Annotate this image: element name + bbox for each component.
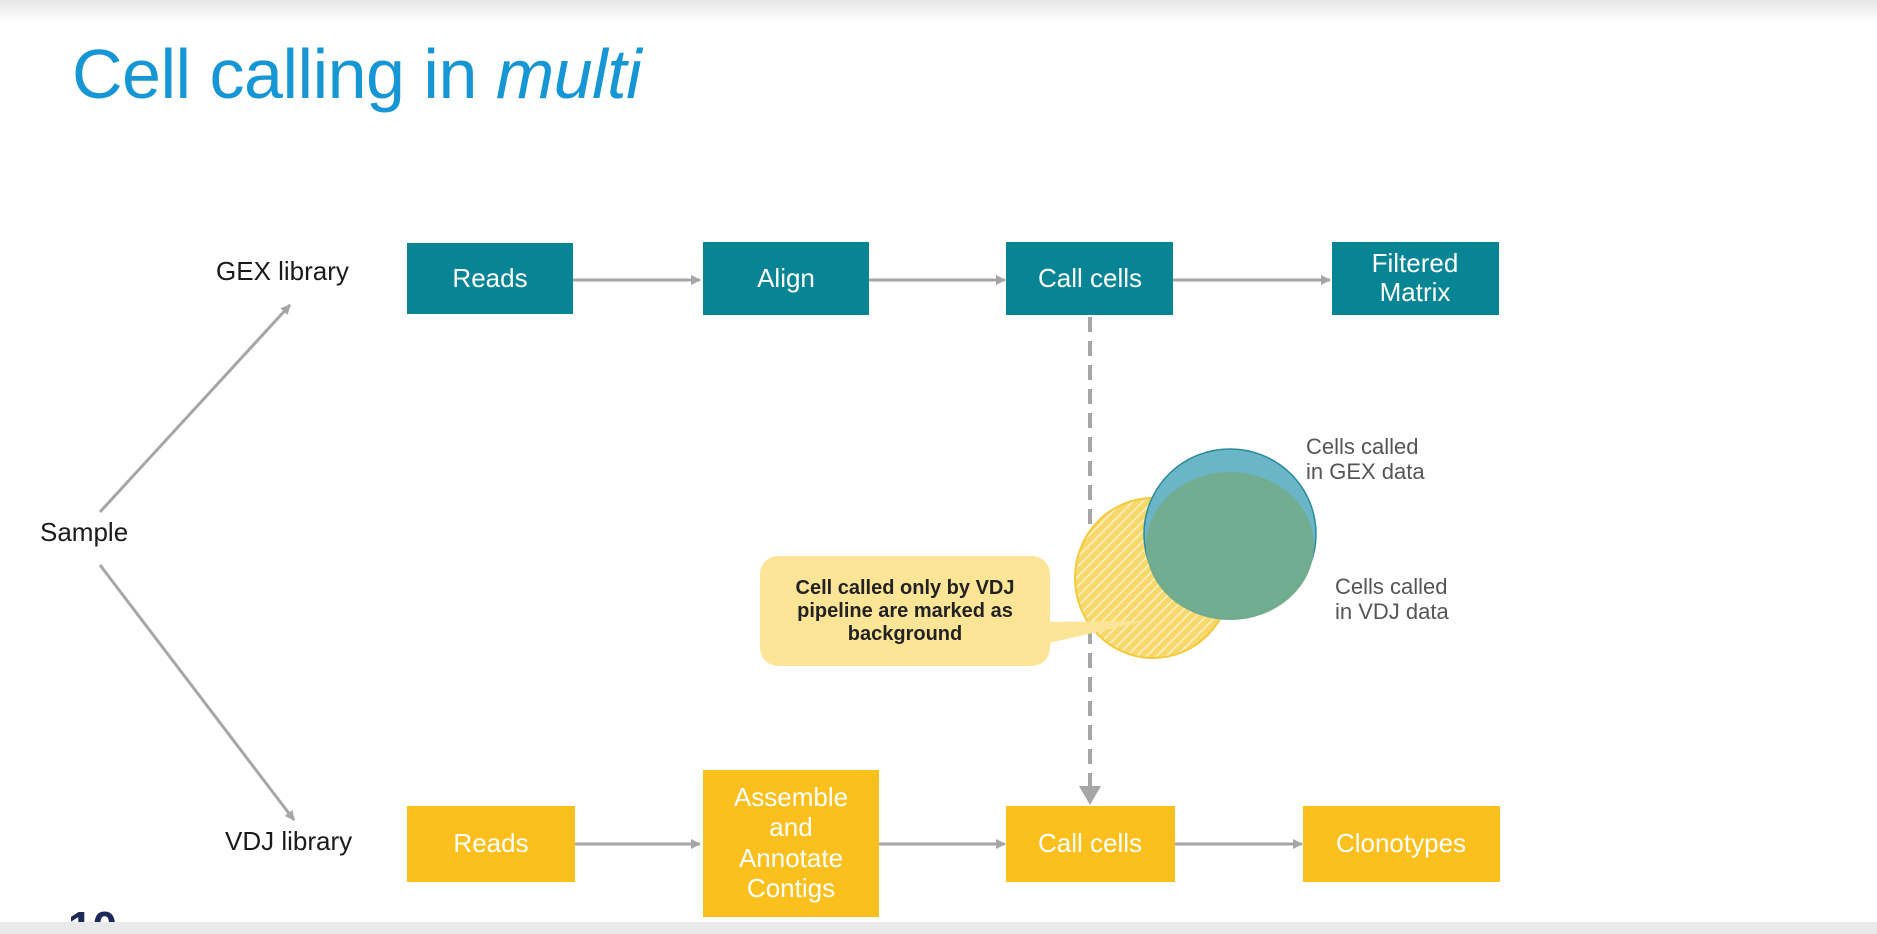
- gex-call-cells-label: Call cells: [1038, 263, 1142, 293]
- vdj-call-cells-box: Call cells: [1006, 806, 1175, 882]
- gex-call-cells-box: Call cells: [1006, 242, 1173, 315]
- gex-align-box: Align: [703, 242, 869, 315]
- title-emphasis: multi: [495, 35, 642, 113]
- background-callout: Cell called only by VDJ pipeline are mar…: [760, 556, 1145, 666]
- vdj-reads-box: Reads: [407, 806, 575, 882]
- callout-line2: pipeline are marked as: [797, 600, 1013, 622]
- gex-library-label: GEX library: [216, 256, 349, 286]
- top-shade: [0, 0, 1877, 22]
- gex-reads-box: Reads: [407, 243, 573, 314]
- vdj-assemble-line1: Assemble: [734, 782, 848, 812]
- callout-pointer: [1040, 621, 1145, 645]
- vdj-call-cells-label: Call cells: [1038, 828, 1142, 858]
- venn-vdj-label-line2: in VDJ data: [1335, 599, 1449, 624]
- venn-vdj-label-line1: Cells called: [1335, 574, 1448, 599]
- vdj-assemble-line3: Annotate: [739, 843, 843, 873]
- venn-gex-label-line1: Cells called: [1306, 434, 1419, 459]
- cell-barcode-transfer-arrowhead: [1079, 786, 1101, 805]
- gex-filtered-matrix-line2: Matrix: [1380, 277, 1451, 307]
- gex-filtered-matrix-box: Filtered Matrix: [1332, 242, 1499, 315]
- gex-filtered-matrix-line1: Filtered: [1372, 248, 1459, 278]
- overlap-region: [1146, 472, 1314, 620]
- callout-line3: background: [848, 623, 962, 645]
- gex-align-label: Align: [757, 263, 815, 293]
- venn-gex-label-line2: in GEX data: [1306, 459, 1425, 484]
- sample-to-vdj-arrow: [98, 564, 296, 821]
- page-title: Cell calling in multi: [72, 34, 642, 114]
- callout-bubble: [760, 556, 1050, 666]
- bottom-shade: [0, 922, 1877, 934]
- vdj-library-label: VDJ library: [225, 826, 352, 856]
- vdj-assemble-line4: Contigs: [747, 873, 835, 903]
- vdj-clonotypes-box: Clonotypes: [1303, 806, 1500, 882]
- vdj-assemble-line2: and: [769, 812, 812, 842]
- sample-to-gex-arrow: [98, 303, 292, 514]
- title-prefix: Cell calling in: [72, 35, 496, 113]
- gex-reads-label: Reads: [452, 263, 527, 293]
- sample-label: Sample: [40, 517, 128, 547]
- vdj-reads-label: Reads: [453, 828, 528, 858]
- callout-line1: Cell called only by VDJ: [796, 577, 1015, 599]
- vdj-assemble-box: Assemble and Annotate Contigs: [703, 770, 879, 917]
- venn-diagram: [1074, 448, 1317, 659]
- vdj-clonotypes-label: Clonotypes: [1336, 828, 1466, 858]
